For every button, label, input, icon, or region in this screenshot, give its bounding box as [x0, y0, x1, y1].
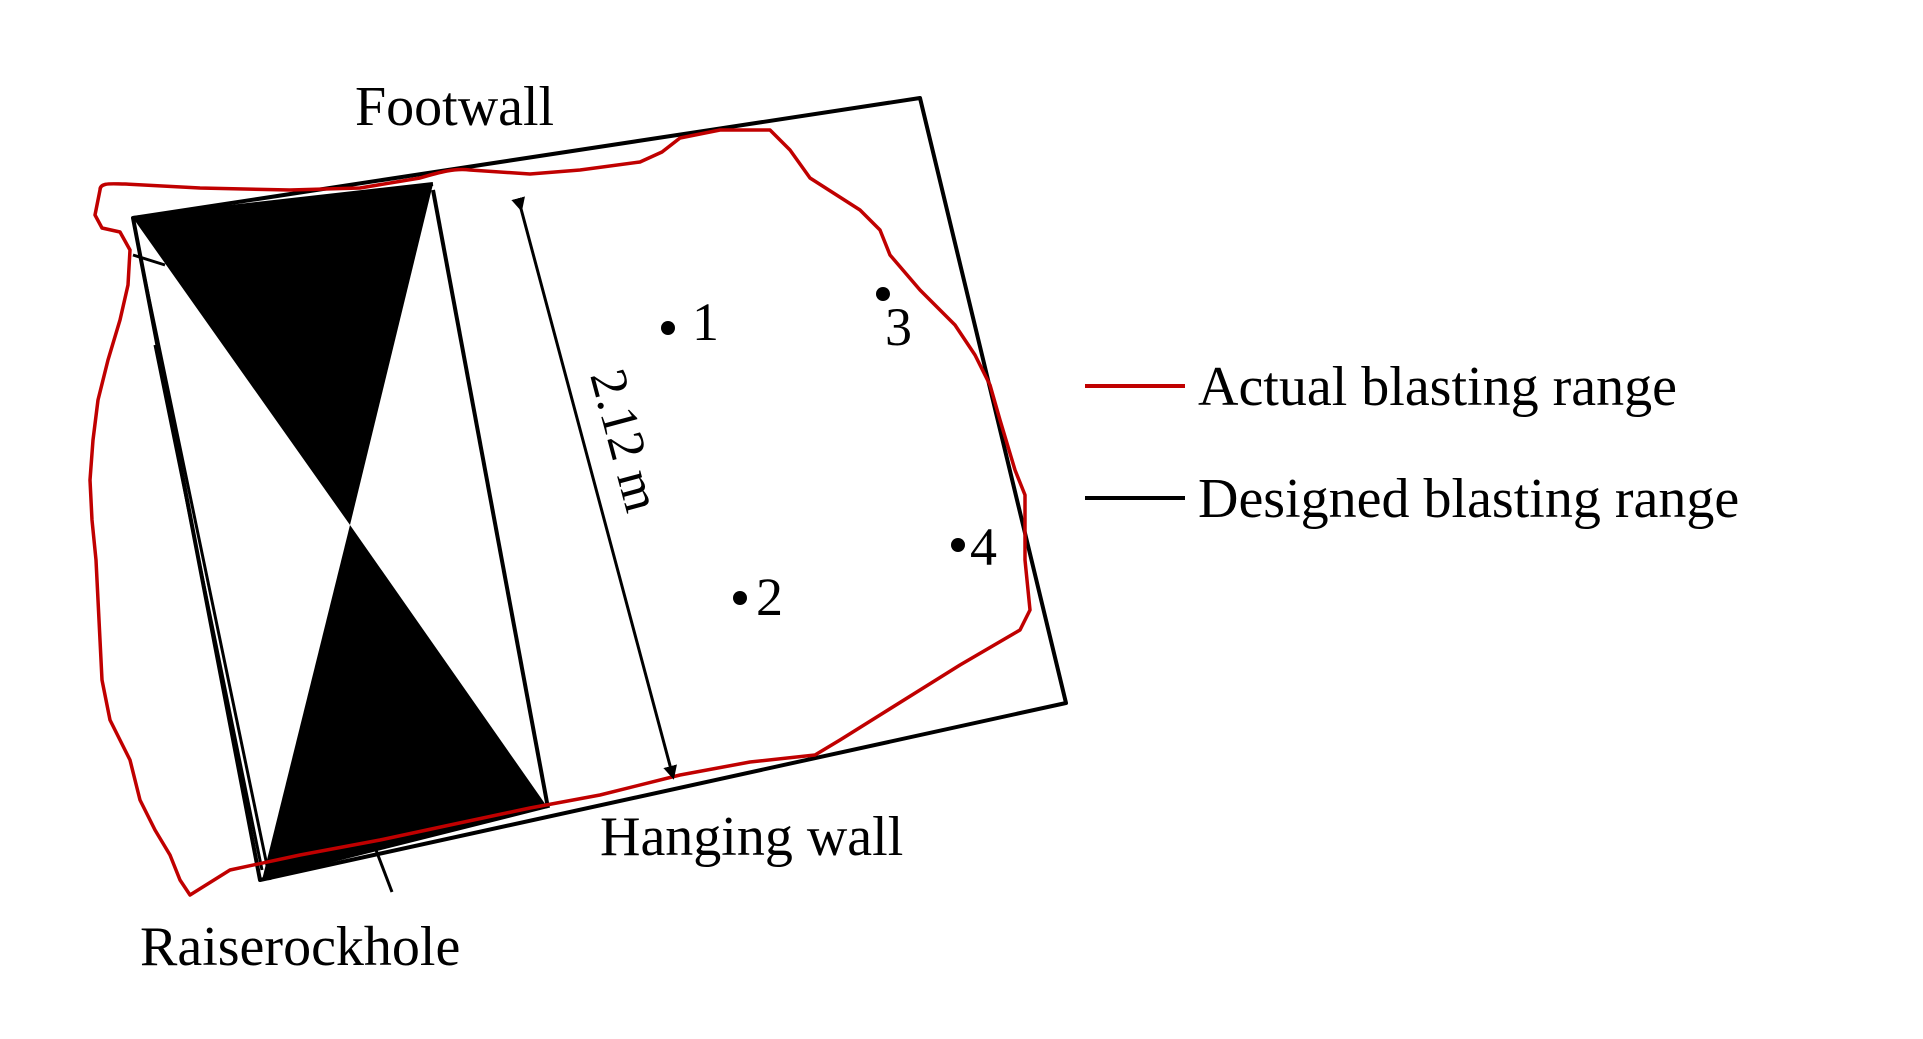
point-3-label: 3 [885, 297, 912, 357]
dimension-arrow [511, 196, 677, 780]
legend-designed-label: Designed blasting range [1198, 468, 1739, 530]
raise-block-inner-line [138, 254, 272, 881]
raise-hole-label: Raiserockhole [140, 916, 460, 978]
point-2-marker [733, 591, 747, 605]
raise-hole-upper-triangle [133, 184, 433, 525]
legend: Actual blasting range Designed blasting … [1085, 356, 1739, 530]
hanging-wall-label: Hanging wall [600, 806, 903, 868]
legend-actual-label: Actual blasting range [1198, 356, 1677, 418]
dimension-label: 2.12 m [578, 363, 670, 517]
point-1-marker [661, 321, 675, 335]
point-4-label: 4 [970, 517, 997, 577]
point-4-marker [951, 538, 965, 552]
actual-range-outline [88, 128, 1032, 897]
raise-hole-leader [374, 849, 394, 893]
raise-block-inner-line-3 [132, 253, 166, 267]
point-3-marker [876, 287, 890, 301]
footwall-label: Footwall [355, 76, 554, 138]
raise-hole-lower-triangle [262, 525, 548, 880]
point-2-label: 2 [756, 567, 783, 627]
raise-block-inner-line-2 [153, 344, 264, 871]
point-1-label: 1 [692, 292, 719, 352]
